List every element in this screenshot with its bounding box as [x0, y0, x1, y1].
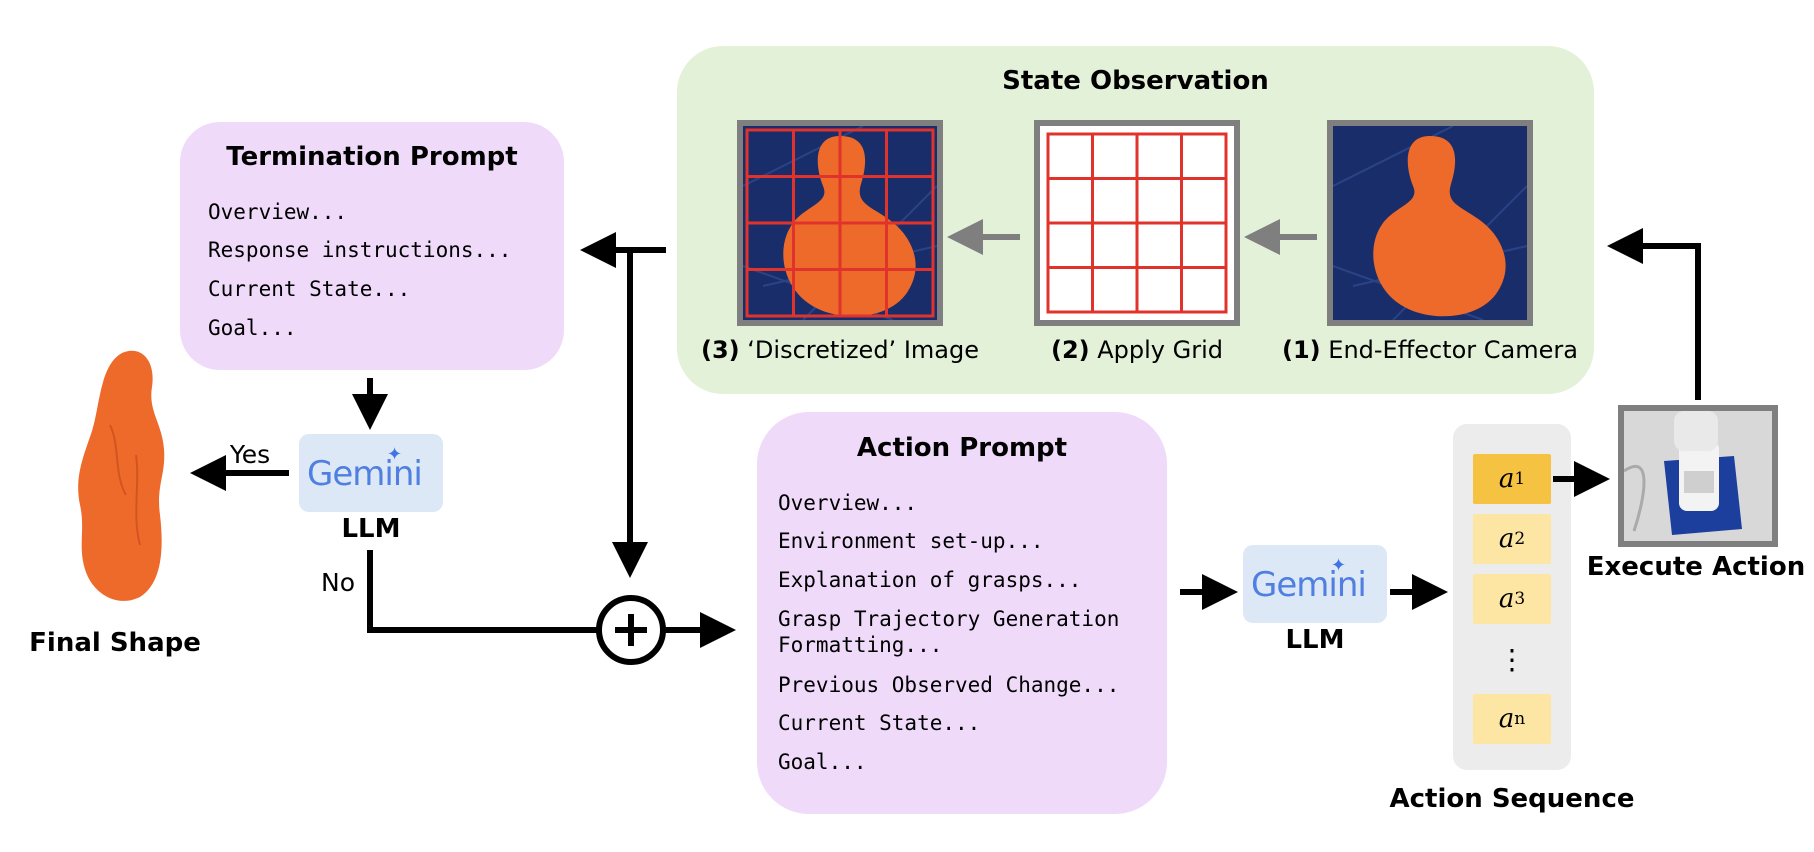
- end-effector-camera-image: [1327, 120, 1533, 326]
- termination-prompt-line: Overview...: [208, 200, 348, 224]
- termination-prompt-line: Current State...: [208, 277, 411, 301]
- robot-arm-graphic: [1623, 411, 1772, 541]
- state-observation-title: State Observation: [1002, 66, 1269, 96]
- gemini-llm-top: Gemini ✦: [299, 434, 443, 512]
- no-path-connector: [367, 550, 598, 633]
- llm-bottom-label: LLM: [1285, 625, 1345, 655]
- discretized-image-graphic: [742, 125, 938, 321]
- action-prompt-line: Environment set-up...: [778, 529, 1044, 553]
- feedback-connector: [1607, 228, 1701, 400]
- llm-top-label: LLM: [341, 514, 401, 544]
- gemini-logo: Gemini: [307, 454, 423, 494]
- action-prompt-panel: [757, 412, 1167, 814]
- action-prompt-line: Explanation of grasps...: [778, 568, 1082, 592]
- grid-graphic: [1040, 126, 1234, 320]
- camera-graphic: [1332, 125, 1528, 321]
- action-prompt-line: Previous Observed Change...: [778, 673, 1120, 697]
- sparkle-icon: ✦: [387, 444, 403, 465]
- termination-prompt-title: Termination Prompt: [226, 142, 518, 172]
- discretized-image: [737, 120, 943, 326]
- action-prompt-line: Current State...: [778, 711, 981, 735]
- termination-prompt-line: Goal...: [208, 316, 297, 340]
- yes-label: Yes: [229, 440, 271, 469]
- step3-label: (3) ‘Discretized’ Image: [701, 336, 979, 364]
- final-shape-image: [78, 350, 165, 601]
- gemini-llm-bottom: Gemini ✦: [1243, 545, 1387, 623]
- sparkle-icon: ✦: [1331, 555, 1347, 576]
- action-prompt-title: Action Prompt: [856, 433, 1068, 463]
- termination-prompt-panel: [180, 122, 564, 370]
- action-prompt-line: Overview...: [778, 491, 918, 515]
- gemini-logo: Gemini: [1251, 565, 1367, 605]
- action-prompt-line: Goal...: [778, 750, 867, 774]
- step2-label: (2) Apply Grid: [1050, 336, 1224, 364]
- final-shape-label: Final Shape: [29, 628, 201, 658]
- action-prompt-line: Formatting...: [778, 633, 943, 657]
- execute-action-image: [1618, 405, 1778, 547]
- execute-action-label: Execute Action: [1586, 552, 1806, 582]
- step1-label: (1) End-Effector Camera: [1282, 336, 1578, 364]
- action-sequence-label: Action Sequence: [1389, 784, 1635, 814]
- action-prompt-line: Grasp Trajectory Generation: [778, 607, 1120, 631]
- grid-image: [1034, 120, 1240, 326]
- termination-prompt-line: Response instructions...: [208, 238, 512, 262]
- no-label: No: [321, 568, 355, 597]
- action-ellipsis: ⋮: [1498, 642, 1526, 676]
